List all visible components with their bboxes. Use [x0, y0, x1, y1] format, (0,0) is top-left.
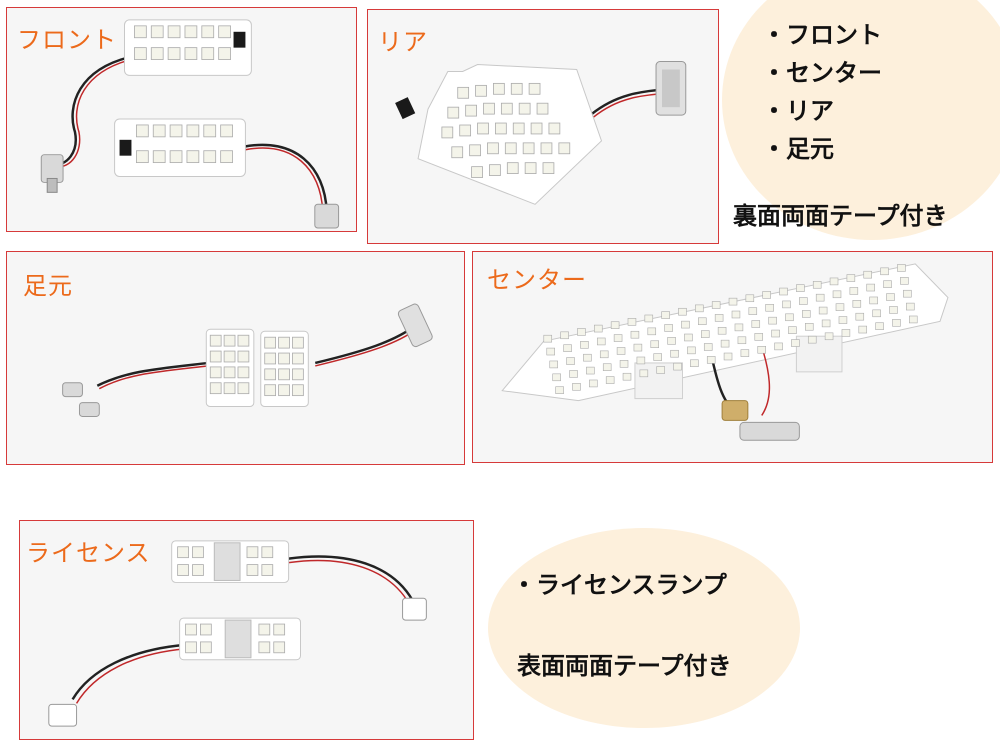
- license-led-panel: ライセンス: [19, 520, 474, 740]
- center-led-photo: [501, 263, 949, 441]
- rear-label: リア: [378, 28, 428, 56]
- position-item-license-lamp: ・ライセンスランプ: [512, 571, 727, 599]
- center-label: センター: [487, 266, 587, 294]
- foot-led-panel: 足元: [6, 251, 465, 465]
- center-led-panel: センター: [472, 251, 993, 463]
- license-led-photo: [48, 540, 427, 727]
- license-tape-note: 表面両面テープ付き: [517, 652, 732, 680]
- interior-position-list: ・フロント ・センター ・リア ・足元: [762, 16, 882, 168]
- front-led-photo: [40, 19, 340, 229]
- license-label: ライセンス: [26, 539, 151, 567]
- license-position-list: ・ライセンスランプ: [512, 566, 727, 604]
- front-label: フロント: [17, 26, 117, 54]
- interior-tape-note: 裏面両面テープ付き: [733, 202, 948, 230]
- foot-label: 足元: [23, 272, 73, 300]
- rear-led-panel: リア: [367, 9, 719, 244]
- highlight-circle-top: [722, 0, 1000, 240]
- front-led-panel: フロント: [6, 7, 357, 232]
- foot-led-photo: [62, 303, 433, 417]
- position-item-rear: ・リア: [762, 97, 834, 125]
- position-item-front: ・フロント: [762, 21, 882, 49]
- position-item-foot: ・足元: [762, 135, 834, 163]
- rear-led-photo: [395, 61, 687, 205]
- position-item-center: ・センター: [762, 59, 882, 87]
- highlight-circle-bottom: [488, 528, 800, 728]
